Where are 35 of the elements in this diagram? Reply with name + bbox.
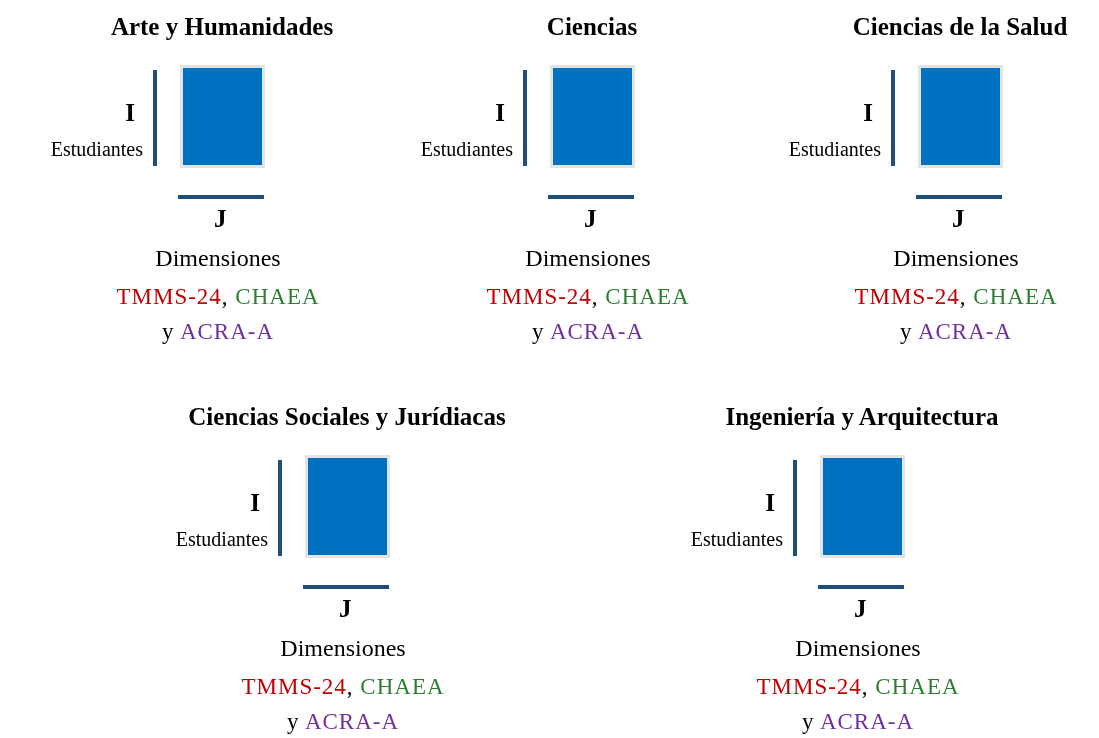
panel-heading: Ciencias de la Salud <box>852 13 1068 41</box>
axis-label: Estudiantes <box>788 138 881 161</box>
matrix-square <box>180 65 265 168</box>
axis-label: Dimensiones <box>893 245 1019 272</box>
axis-letter: J <box>214 205 227 233</box>
instrument-list: TMMS-24, CHAEA y ACRA-A <box>241 669 445 738</box>
axis-label: Estudiantes <box>690 528 783 551</box>
panel-heading: Arte y Humanidades <box>110 13 334 41</box>
matrix-square <box>820 455 905 558</box>
axis-letter: J <box>854 595 867 623</box>
axis-label: Dimensiones <box>155 245 281 272</box>
matrix-square <box>550 65 635 168</box>
axis-label: Estudiantes <box>420 138 513 161</box>
axis-letter: I <box>863 99 873 127</box>
axis-letter: I <box>250 489 260 517</box>
axis-label: Estudiantes <box>50 138 143 161</box>
axis-label: Dimensiones <box>525 245 651 272</box>
panel-heading: Ciencias Sociales y Jurídiacas <box>188 403 506 431</box>
panel-heading: Ciencias <box>546 13 638 41</box>
instrument-list: TMMS-24, CHAEA y ACRA-A <box>756 669 960 738</box>
panel-heading: Ingeniería y Arquitectura <box>725 403 999 431</box>
axis-letter: J <box>584 205 597 233</box>
axis-letter: I <box>495 99 505 127</box>
axis-letter: I <box>765 489 775 517</box>
axis-label: Estudiantes <box>175 528 268 551</box>
matrix-square <box>918 65 1003 168</box>
instrument-list: TMMS-24, CHAEA y ACRA-A <box>116 279 320 349</box>
axis-letter: J <box>952 205 965 233</box>
instrument-list: TMMS-24, CHAEA y ACRA-A <box>486 279 690 349</box>
axis-letter: I <box>125 99 135 127</box>
matrix-square <box>305 455 390 558</box>
axis-label: Dimensiones <box>280 635 406 662</box>
axis-label: Dimensiones <box>795 635 921 662</box>
axis-letter: J <box>339 595 352 623</box>
instrument-list: TMMS-24, CHAEA y ACRA-A <box>854 279 1058 349</box>
